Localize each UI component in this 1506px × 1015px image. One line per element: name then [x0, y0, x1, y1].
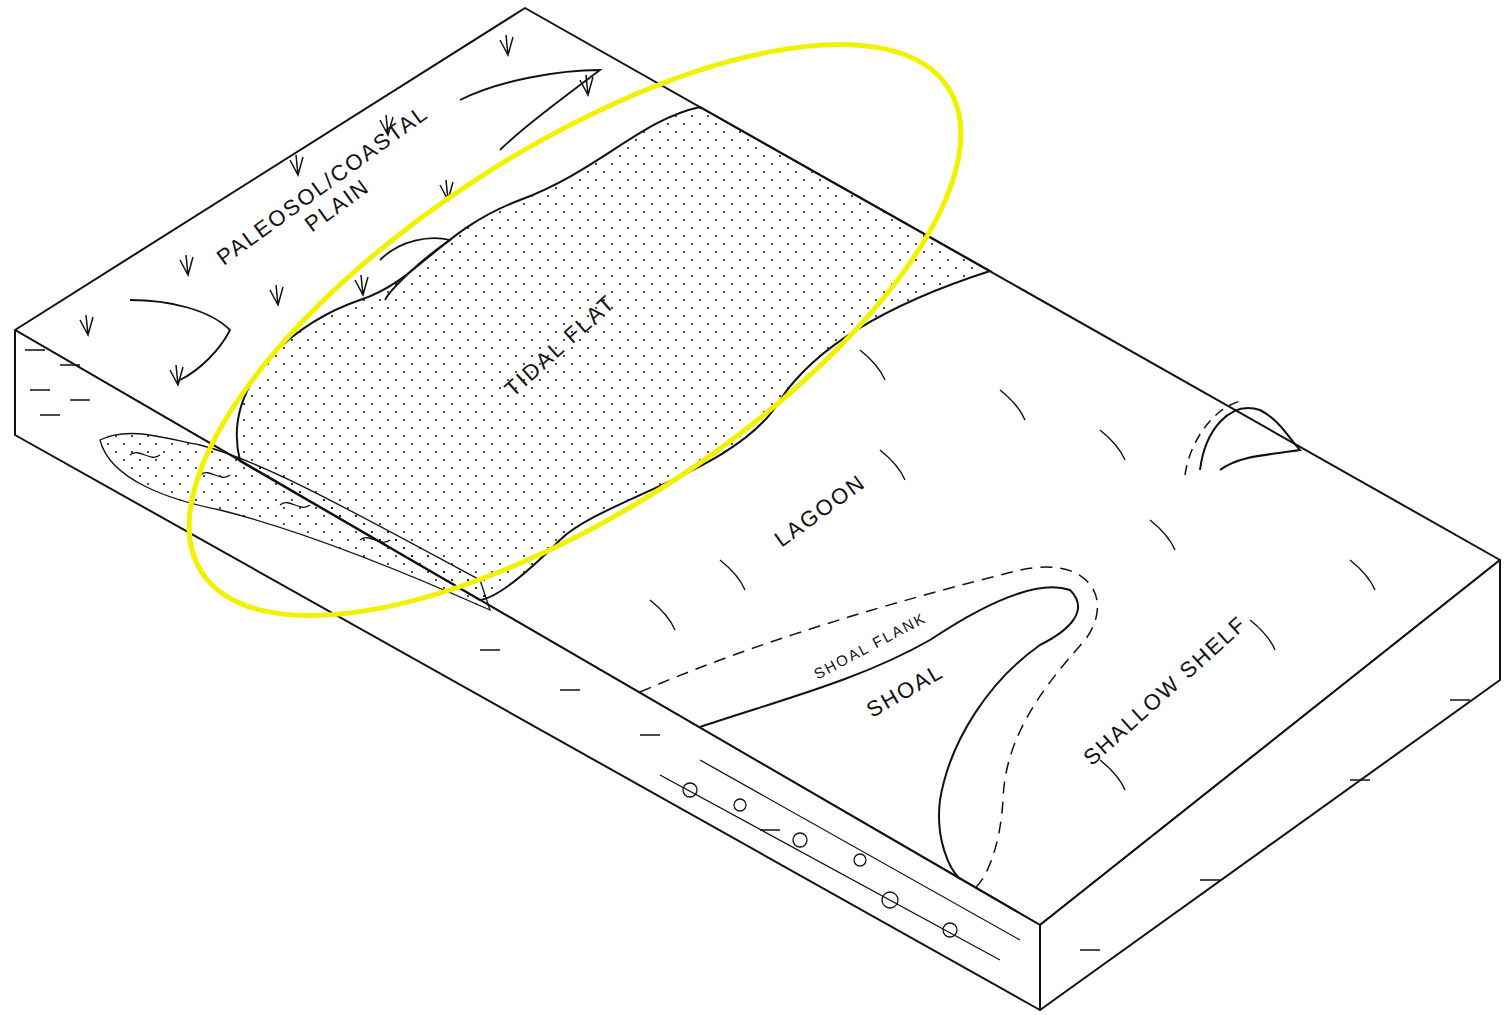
shoal-flank-line: [640, 567, 1097, 888]
shoal-outline: [700, 587, 1078, 879]
surface-marks: [650, 350, 1375, 790]
channel: [380, 238, 450, 300]
section-lithology: [25, 350, 1470, 960]
mound-flank-line: [1185, 400, 1245, 475]
block-outline: [15, 8, 1500, 1010]
grass-marks: [80, 35, 593, 385]
side-face: [1040, 560, 1500, 1010]
channel: [460, 70, 600, 150]
shelf-mound: [1200, 408, 1300, 470]
channel: [130, 300, 230, 380]
highlight-ellipse: [104, 0, 1046, 723]
coastal-channels: [130, 70, 600, 380]
